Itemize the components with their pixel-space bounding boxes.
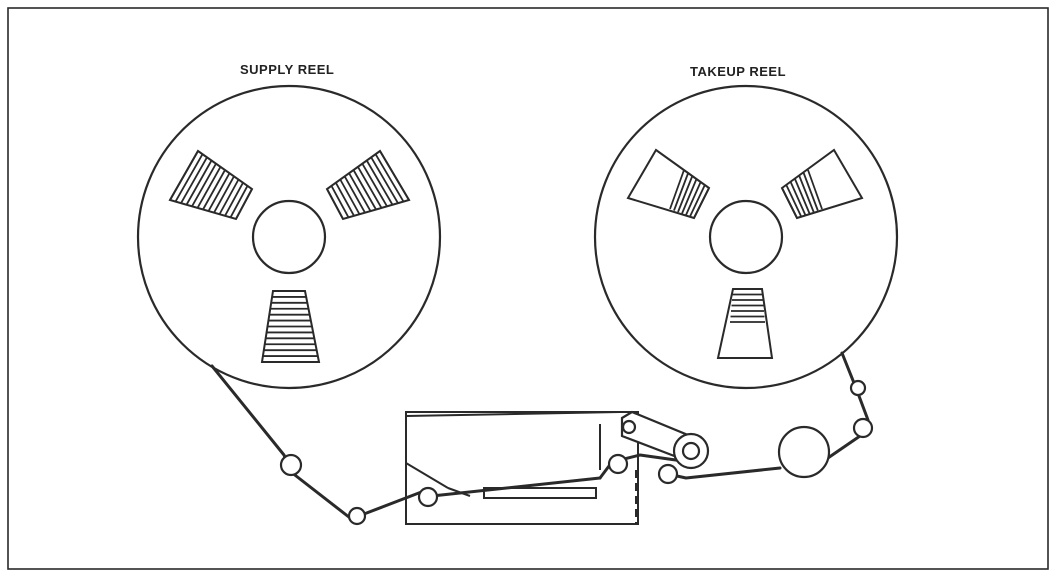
tape-wind-line bbox=[807, 169, 823, 210]
tape-wind-line bbox=[339, 179, 361, 215]
tape-wind-line bbox=[681, 178, 698, 214]
tape-wind-line bbox=[224, 182, 244, 217]
supply-tape-pack bbox=[169, 150, 410, 363]
takeup-reel bbox=[593, 84, 899, 390]
head-assembly-inner-guide bbox=[405, 424, 601, 497]
tape-wind-line bbox=[185, 160, 213, 206]
tension-arm-pivot bbox=[621, 419, 637, 435]
tape-wind-line bbox=[370, 156, 399, 204]
head-assembly-top-ledge bbox=[405, 411, 621, 417]
entry-guide-roller bbox=[417, 486, 439, 508]
tape-wind-line bbox=[379, 150, 410, 201]
takeup-guide-roller-2 bbox=[849, 379, 867, 397]
guide-rollers bbox=[279, 379, 874, 526]
tape-wind-line bbox=[202, 169, 226, 210]
tape-wind-line bbox=[174, 153, 204, 203]
tape-wind-line bbox=[330, 185, 350, 218]
tape-wind-line bbox=[802, 172, 819, 211]
supply-guide-roller-2 bbox=[347, 506, 367, 526]
head-assembly-housing bbox=[405, 411, 639, 525]
tape-wind-line bbox=[361, 163, 388, 207]
tension-arm-assembly bbox=[620, 410, 710, 470]
pinch-roller-hub bbox=[681, 441, 701, 461]
tape-wind-line bbox=[352, 169, 377, 210]
head-exit-roller bbox=[607, 453, 629, 475]
tape-wind-line bbox=[213, 175, 235, 214]
tape-wind-line bbox=[343, 175, 366, 214]
head-assembly bbox=[405, 411, 639, 525]
tape-wind-line bbox=[374, 153, 405, 203]
tape-wind-line bbox=[677, 175, 694, 213]
supply-reel-label: SUPPLY REEL bbox=[240, 62, 335, 77]
tape-wind-line bbox=[693, 187, 710, 219]
tape-wind-line bbox=[335, 182, 355, 217]
tape-takeup-return bbox=[823, 351, 870, 462]
tape-wind-line bbox=[673, 172, 690, 211]
tape-wind-line bbox=[196, 166, 222, 209]
tape-wind-line bbox=[669, 169, 685, 210]
tape-wind-line bbox=[789, 181, 807, 216]
supply-reel-hub bbox=[251, 199, 327, 275]
tape-wind-line bbox=[348, 172, 372, 212]
recording-head bbox=[483, 487, 597, 499]
tape-wind-line bbox=[685, 181, 702, 216]
tape-wind-line bbox=[235, 188, 253, 220]
tape-takeup-section bbox=[666, 466, 782, 480]
takeup-guide-roller-1 bbox=[852, 417, 874, 439]
tape-wind-line bbox=[365, 160, 394, 206]
tape-wind-line bbox=[794, 178, 811, 214]
takeup-reel-label: TAKEUP REEL bbox=[690, 64, 787, 79]
tape-wind-line bbox=[207, 172, 231, 212]
exit-guide-roller bbox=[657, 463, 679, 485]
tape-wind-line bbox=[357, 166, 383, 209]
capstan bbox=[777, 425, 831, 479]
tape-wind-line bbox=[326, 188, 344, 220]
takeup-tape-pack bbox=[669, 169, 823, 323]
diagram-frame bbox=[7, 7, 1049, 570]
tape-wind-line bbox=[781, 187, 798, 219]
supply-guide-roller-1 bbox=[279, 453, 303, 477]
tape-wind-line bbox=[798, 175, 815, 213]
tape-wind-line bbox=[169, 150, 199, 201]
tape-wind-line bbox=[180, 156, 208, 204]
tape-wind-line bbox=[218, 179, 240, 215]
supply-reel bbox=[136, 84, 442, 390]
tape-wind-line bbox=[785, 184, 802, 217]
tape-wind-line bbox=[229, 185, 249, 218]
takeup-reel-hub bbox=[708, 199, 784, 275]
tape-wind-line bbox=[689, 184, 706, 217]
tape-wind-line bbox=[191, 163, 217, 207]
